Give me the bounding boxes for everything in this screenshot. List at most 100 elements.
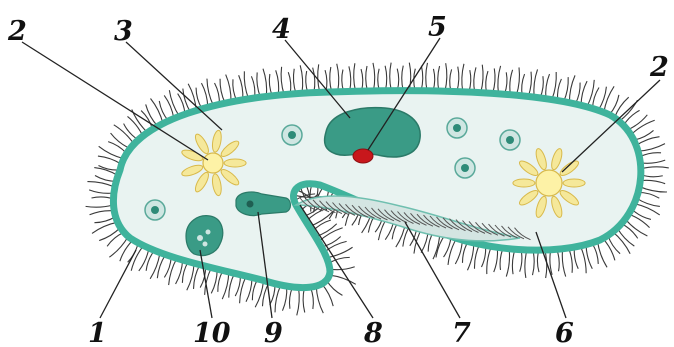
- cilium: [194, 265, 200, 289]
- cilium: [316, 286, 323, 313]
- cilium: [545, 250, 547, 278]
- cilium: [512, 249, 515, 274]
- cilium: [525, 250, 527, 278]
- cilium: [634, 204, 660, 215]
- cilium: [613, 232, 630, 254]
- vacuole-canal: [563, 179, 585, 187]
- label-3: 3: [114, 16, 133, 47]
- cilium: [349, 66, 351, 91]
- cilium: [303, 288, 305, 313]
- cilium: [481, 65, 483, 93]
- cilium: [366, 66, 368, 91]
- cilium: [448, 238, 457, 265]
- cilium: [92, 222, 118, 233]
- cilium: [402, 66, 404, 91]
- label-10: 10: [193, 318, 231, 347]
- cilium: [552, 72, 556, 100]
- vacuole-canal: [513, 179, 535, 187]
- cilium: [373, 63, 375, 91]
- label-1: 1: [88, 318, 107, 347]
- cilium: [562, 249, 565, 277]
- cilium: [603, 238, 615, 260]
- cilium: [139, 248, 149, 271]
- cilium: [329, 275, 355, 284]
- cilium: [510, 70, 513, 95]
- label-4: 4: [272, 14, 291, 45]
- cilium: [569, 75, 575, 102]
- cilium: [318, 64, 320, 92]
- label-7: 7: [452, 318, 471, 347]
- cilium: [282, 286, 286, 311]
- cilium: [169, 258, 177, 285]
- cilium: [580, 246, 586, 273]
- cilium: [187, 263, 194, 290]
- cilium: [99, 227, 120, 240]
- cilium: [229, 273, 235, 297]
- cilium: [246, 277, 252, 301]
- cilium: [257, 72, 261, 97]
- cilium: [146, 104, 158, 126]
- cilium: [445, 63, 447, 91]
- cilium: [516, 67, 519, 95]
- cilium: [207, 79, 214, 106]
- cilium: [222, 272, 229, 299]
- cilium: [150, 253, 160, 279]
- cilium: [506, 249, 509, 277]
- cilium: [211, 269, 217, 293]
- micronucleus: [353, 149, 373, 163]
- cilium: [455, 240, 462, 264]
- cilium: [493, 68, 495, 93]
- cilium: [239, 75, 243, 100]
- cilium: [86, 205, 114, 207]
- label-2-right: 2: [649, 52, 669, 83]
- cilium: [586, 245, 592, 269]
- cilium: [164, 95, 174, 118]
- label-8: 8: [363, 318, 383, 347]
- cilium: [569, 248, 573, 273]
- vacuole-canal: [224, 159, 246, 167]
- cilium: [300, 65, 303, 93]
- cilium: [641, 167, 669, 169]
- cilium: [638, 144, 665, 152]
- cilium: [640, 180, 665, 183]
- cilium: [494, 247, 498, 272]
- cilium: [313, 68, 315, 93]
- cilium: [564, 77, 569, 102]
- cilium: [457, 67, 459, 92]
- cilium: [281, 67, 284, 95]
- cilium: [546, 74, 550, 99]
- cilium: [390, 63, 392, 91]
- cilium: [475, 244, 480, 268]
- digestive-vacuole: [186, 216, 223, 256]
- cilium: [532, 250, 534, 275]
- label-9: 9: [264, 318, 283, 347]
- cilium: [226, 75, 231, 102]
- cilium: [337, 64, 339, 92]
- cilium: [276, 70, 279, 95]
- cilium: [385, 66, 387, 91]
- cilium: [87, 182, 114, 188]
- cilium: [188, 84, 196, 111]
- vacuole-reservoir: [536, 170, 562, 196]
- cilium: [462, 64, 464, 92]
- cilium: [275, 285, 281, 312]
- cilium: [293, 69, 296, 94]
- cilium: [426, 63, 428, 91]
- cilium: [597, 241, 607, 267]
- label-2-left: 2: [7, 16, 27, 47]
- vacuole-reservoir: [203, 153, 223, 173]
- cilium: [581, 81, 587, 105]
- cilium: [467, 243, 473, 270]
- cilium: [176, 260, 183, 284]
- cilium: [487, 246, 492, 274]
- cilium: [220, 79, 225, 103]
- macronucleus: [325, 108, 421, 157]
- cilium: [354, 63, 356, 91]
- cilium: [528, 72, 531, 97]
- cilium: [330, 67, 332, 92]
- label-6: 6: [555, 318, 574, 347]
- cilium: [90, 211, 115, 215]
- cilium: [89, 190, 114, 193]
- cilium: [297, 287, 299, 315]
